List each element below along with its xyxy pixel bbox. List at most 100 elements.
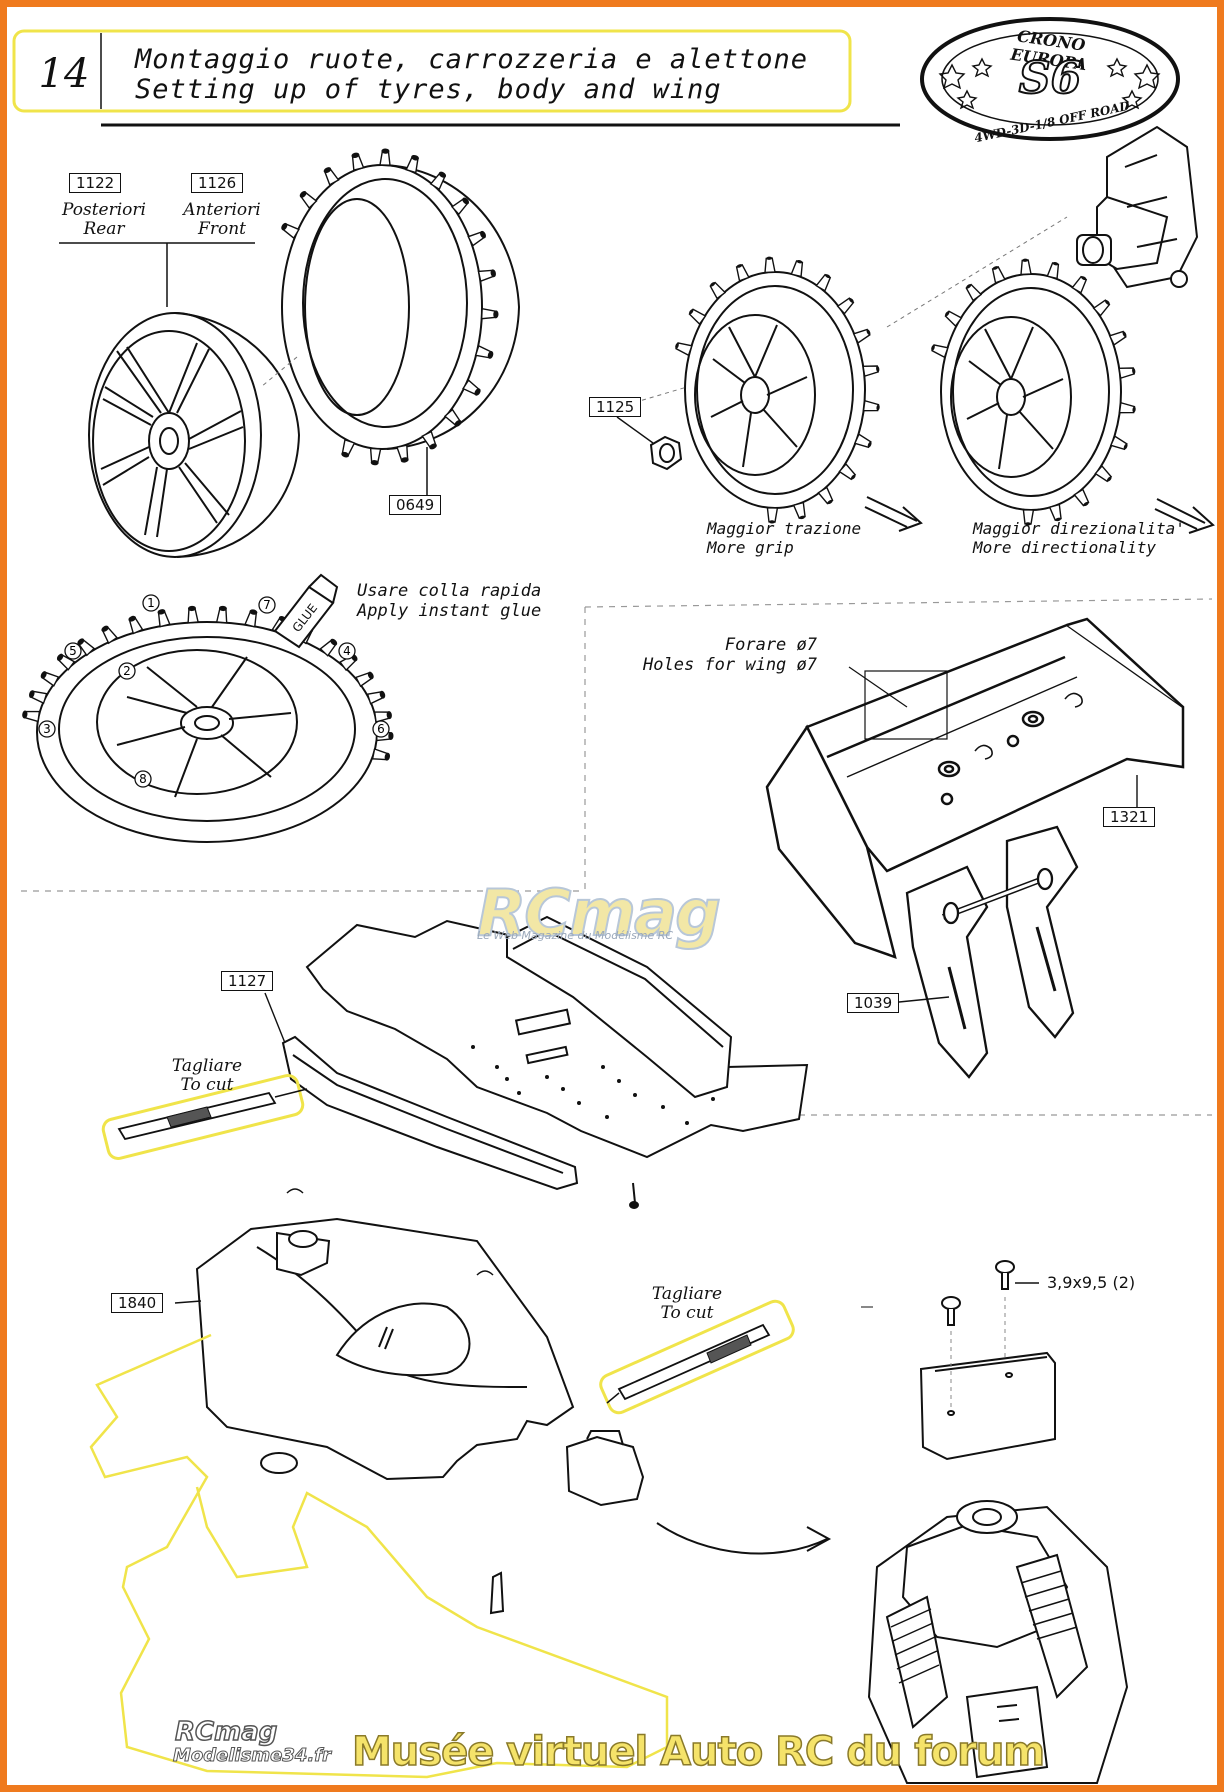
tyre-stud [396, 444, 411, 464]
rcmag-watermark: RCmag [476, 876, 722, 952]
glue-wheel-stud [155, 608, 171, 628]
chassis-hole [495, 1065, 499, 1069]
glue-wheel-stud [21, 708, 41, 723]
grip-wheel-stud [862, 363, 881, 377]
steering-knuckle-drawing [1076, 125, 1199, 289]
footer-museum-caption: Musée virtuel Auto RC du forum rcmag.com [351, 1728, 1046, 1785]
transfer-arrow-head [806, 1526, 832, 1552]
crono-badge-logo [920, 17, 1180, 141]
step-number: 14 [38, 51, 90, 97]
rear-suspension-drawing [867, 1500, 1129, 1784]
part-code-rear-rim: 1122 [69, 173, 122, 193]
glue-tube-drawing [273, 573, 339, 649]
grip-caption: Maggior trazione More grip [707, 519, 861, 557]
glue-order-number: 3 [43, 722, 51, 736]
glue-order-circle [372, 720, 390, 738]
glue-order-circle [38, 720, 56, 738]
tyre-drawing [260, 148, 521, 495]
glue-order-number: 6 [377, 722, 385, 736]
tyre-stud [338, 438, 356, 459]
glue-order-number: 1 [147, 596, 155, 610]
rear-label-en: Rear [83, 219, 125, 239]
glue-instruction-it: Usare colla rapida [357, 581, 542, 601]
grip-wheel-stud [862, 400, 882, 414]
tyre-stud [368, 447, 382, 466]
direction-wheel-stud [1118, 365, 1137, 379]
tyre-stud [379, 148, 392, 167]
tyre-stud [477, 267, 497, 283]
glue-wheel-stud [366, 688, 387, 705]
body-cut-it: Tagliare [651, 1284, 723, 1304]
glue-order-circle [142, 594, 160, 612]
chassis-cut-it: Tagliare [171, 1056, 243, 1076]
chassis-hole [661, 1105, 665, 1109]
grip-caption-en: More grip [707, 538, 794, 557]
chassis-hole [711, 1097, 715, 1101]
side-guard-drawing [264, 992, 639, 1209]
glue-instruction: Usare colla rapida Apply instant glue [357, 581, 541, 621]
glue-wheel-stud [371, 748, 391, 763]
part-code-wing-mount: 1039 [847, 993, 900, 1013]
grip-wheel-stud [763, 255, 776, 274]
direction-wheel-stud [1019, 257, 1032, 276]
direction-wheel-stud [1109, 328, 1129, 346]
direction-wheel-stud [1110, 435, 1130, 453]
header-frame [12, 29, 900, 127]
front-label-it: Anteriori [183, 200, 261, 220]
screw-spec-label: 3,9x9,5 (2) [1047, 1273, 1136, 1292]
title-english: Setting up of tyres, body and wing [135, 74, 722, 105]
top-cover-drawing [919, 1351, 1056, 1461]
direction-wheel-stud [1118, 402, 1138, 416]
chassis-holes [471, 1045, 715, 1125]
cutter-knife-chassis [101, 1074, 308, 1160]
title-italian: Montaggio ruote, carrozzeria e alettone [135, 44, 808, 75]
grip-wheel-stud [854, 433, 874, 451]
glue-wheel-drawing [21, 573, 394, 843]
chassis-hole [601, 1065, 605, 1069]
glue-wheel-stud [185, 605, 200, 624]
direction-caption: Maggior direzionalita' More directionali… [973, 519, 1185, 557]
direction-wheel-stud [929, 341, 949, 358]
part-code-tyre: 0649 [389, 495, 442, 515]
direction-wheel-stud [989, 264, 1006, 284]
body-cut-note: Tagliare To cut [637, 1285, 737, 1323]
glue-order-number: 4 [343, 644, 351, 658]
chassis-hole [545, 1075, 549, 1079]
glue-wheel-stud [38, 668, 60, 687]
tyre-stud [467, 228, 488, 247]
rear-label: Posteriori Rear [49, 201, 159, 239]
cutter-knife-body [599, 1299, 795, 1415]
glue-order-number: 5 [69, 644, 77, 658]
glue-order-circle [338, 642, 356, 660]
badge-model-text: S6 [1018, 53, 1082, 104]
glue-wheel-stud [125, 614, 144, 635]
page-title: Montaggio ruote, carrozzeria e alettone … [135, 45, 808, 105]
servo-cover-drawing [565, 1430, 645, 1507]
chassis-cut-note: Tagliare To cut [157, 1057, 257, 1095]
chassis-hole [505, 1077, 509, 1081]
tyre-stud [321, 165, 340, 186]
grip-caption-it: Maggior trazione [707, 519, 862, 538]
chassis-hole [561, 1087, 565, 1091]
screw-drawings [941, 1260, 1039, 1407]
chassis-hole [471, 1045, 475, 1049]
direction-caption-it: Maggior direzionalita' [973, 519, 1185, 538]
grip-wheel-stud [853, 326, 873, 344]
wheel-direction-drawing [886, 216, 1122, 511]
chassis-hole [617, 1079, 621, 1083]
grip-wheel-stud [733, 262, 750, 282]
footer-rcmag-logo: RCmag [174, 1716, 278, 1748]
footer-modelisme-logo: Modelisme34.fr [173, 1745, 332, 1767]
glue-order-circle [134, 770, 152, 788]
glue-wheel-stud [355, 669, 376, 688]
grip-wheel-stud [792, 501, 809, 521]
glue-wheel-stud [244, 608, 260, 628]
part-code-side-guard: 1127 [221, 971, 274, 991]
part-code-wing: 1321 [1103, 807, 1156, 827]
wing-holes-note: Forare ø7 Holes for wing ø7 [643, 635, 817, 675]
chassis-hole [517, 1091, 521, 1095]
wing-holes-en: Holes for wing ø7 [643, 655, 817, 675]
